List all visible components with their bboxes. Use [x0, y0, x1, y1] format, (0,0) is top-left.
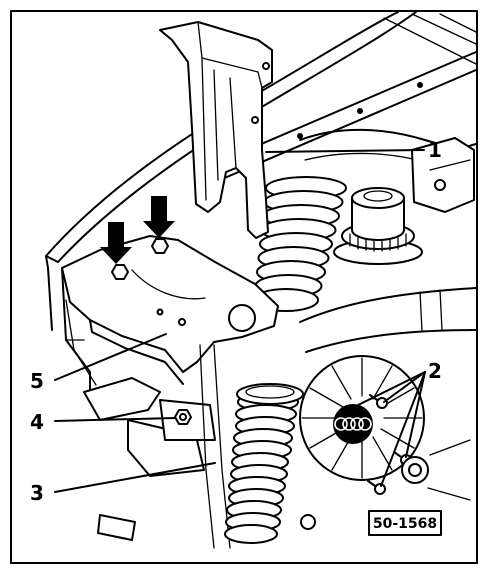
leader-line-3 [54, 462, 216, 493]
leader-line-5 [54, 333, 167, 381]
upper-body-structure [383, 13, 477, 65]
figure-number-box: 50-1568 [368, 510, 442, 536]
leader-line-1 [265, 149, 425, 153]
intake-duct [253, 176, 347, 312]
callout-label-1: 1 [428, 138, 442, 162]
support-post [199, 344, 231, 549]
bracket-1 [159, 21, 273, 239]
brand-rings-logo [334, 417, 372, 431]
nut-left [111, 264, 129, 280]
frame-border [10, 10, 478, 564]
mounting-plate-5 [61, 235, 279, 385]
arrow-marker-right [143, 196, 175, 238]
reservoir-cap [333, 187, 423, 265]
hose-clamp [236, 383, 304, 405]
figure-number: 50-1568 [373, 516, 437, 532]
callout-label-5: 5 [30, 369, 44, 393]
lower-bracket [83, 377, 216, 541]
arrow-marker-left [100, 222, 132, 264]
screw-2c [367, 480, 386, 495]
leader-line-4 [54, 417, 176, 422]
callout-label-3: 3 [30, 481, 44, 505]
misc-fasteners [300, 439, 471, 530]
bolt-4 [174, 409, 192, 425]
leader-lines-2 [351, 371, 426, 487]
callout-label-2: 2 [428, 359, 442, 383]
charge-air-tube [299, 287, 477, 353]
callout-label-4: 4 [30, 410, 44, 434]
engine-block-right [411, 137, 475, 213]
hose-3 [224, 392, 299, 544]
nut-right [151, 238, 169, 254]
left-body-structure [45, 255, 97, 396]
